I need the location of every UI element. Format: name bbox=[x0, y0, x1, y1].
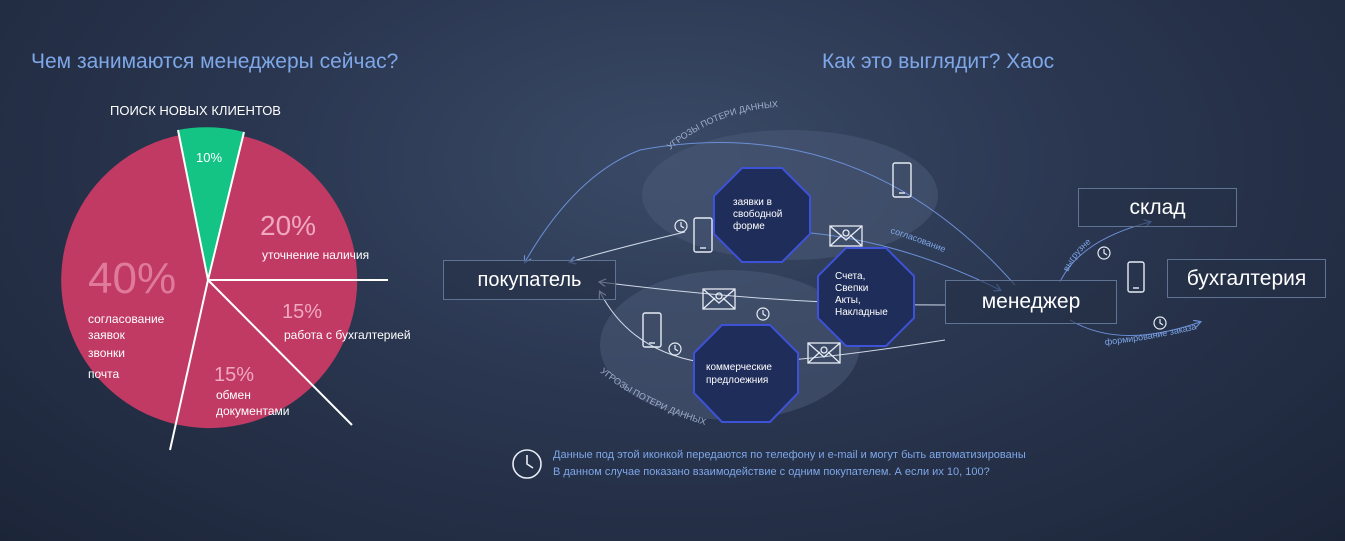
pie-percent-15-docs: 15% bbox=[214, 364, 255, 386]
envelope-icon bbox=[807, 342, 841, 364]
pie-label-docs-2: документами bbox=[216, 404, 290, 418]
envelope-icon bbox=[829, 225, 863, 247]
pie-label-main-4: почта bbox=[88, 367, 120, 381]
pie-segment-10 bbox=[178, 127, 244, 280]
node-buyer: покупатель bbox=[443, 260, 616, 300]
pie-chart bbox=[61, 127, 388, 451]
pie-percent-10: 10% bbox=[196, 150, 223, 165]
phone-icon bbox=[642, 312, 662, 348]
clock-icon bbox=[668, 342, 682, 356]
clock-icon bbox=[756, 307, 770, 321]
edge-label-order: формирование заказа bbox=[1104, 321, 1197, 347]
phone-icon bbox=[892, 162, 912, 198]
pie-label-main-1: согласование bbox=[88, 312, 165, 326]
phone-icon bbox=[1127, 261, 1145, 293]
pie-divider bbox=[207, 279, 353, 426]
phone-icon bbox=[693, 217, 713, 253]
octagon-requests-text: заявки в свободной форме bbox=[733, 197, 783, 232]
node-manager: менеджер bbox=[945, 280, 1117, 324]
pie-label-accounting: работа с бухгалтерией bbox=[284, 328, 411, 342]
octagon-requests bbox=[713, 167, 811, 263]
clock-icon bbox=[1153, 316, 1167, 330]
envelope-icon bbox=[702, 288, 736, 310]
octagon-offers bbox=[693, 324, 799, 423]
clock-icon-large bbox=[512, 449, 542, 479]
right-title: Как это выглядит? Хаос bbox=[822, 50, 1055, 73]
pie-percent-20: 20% bbox=[260, 210, 317, 241]
node-accounting: бухгалтерия bbox=[1167, 259, 1326, 298]
octagon-offers-text: коммерческие предлоежния bbox=[706, 362, 772, 386]
octagon-invoices bbox=[817, 247, 915, 347]
node-warehouse: склад bbox=[1078, 188, 1237, 227]
octagon-invoices-text: Счета, Свепки Акты, Накладные bbox=[835, 271, 888, 318]
left-title: Чем занимаются менеджеры сейчас? bbox=[31, 50, 399, 73]
note-line-2: В данном случае показано взаимодействие … bbox=[553, 466, 990, 478]
pie-divider bbox=[207, 131, 245, 281]
pie-label-availability: уточнение наличия bbox=[262, 248, 370, 262]
pie-percent-15-accounting: 15% bbox=[282, 301, 323, 323]
pie-divider bbox=[169, 279, 209, 451]
note-line-1: Данные под этой иконкой передаются по те… bbox=[553, 449, 1026, 461]
pie-label-main-2: заявок bbox=[88, 328, 125, 342]
pie-label-new-clients: ПОИСК НОВЫХ КЛИЕНТОВ bbox=[110, 103, 281, 118]
clock-icon bbox=[674, 219, 688, 233]
edge-label-shipment: выгрузне bbox=[1061, 236, 1093, 273]
pie-divider bbox=[177, 129, 209, 281]
clock-icon bbox=[1097, 246, 1111, 260]
pie-percent-40: 40% bbox=[88, 254, 177, 303]
pie-label-main-3: звонки bbox=[88, 346, 125, 360]
pie-label-docs-1: обмен bbox=[216, 388, 251, 402]
